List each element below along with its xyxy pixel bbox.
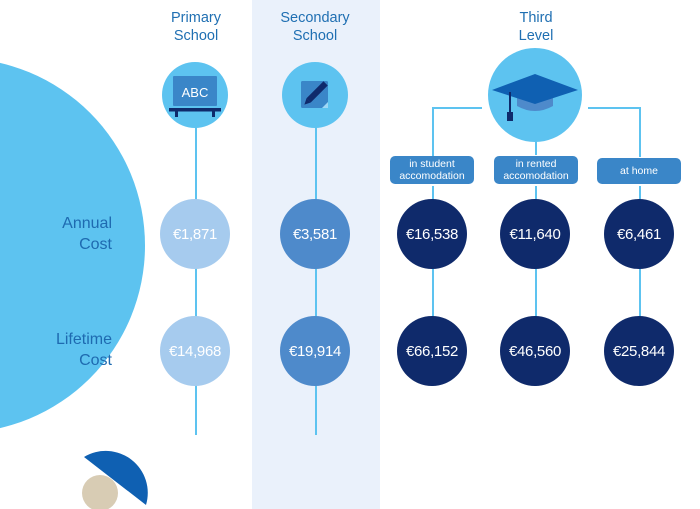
row-label-line: Annual bbox=[62, 215, 112, 232]
third-level-icon-circle bbox=[488, 48, 582, 142]
stage-header-primary: Primary School bbox=[136, 9, 256, 45]
annual-cost-third-rented: €11,640 bbox=[500, 199, 570, 269]
connector-third-left-arm bbox=[432, 107, 482, 109]
stage-header-line: Third bbox=[519, 10, 553, 26]
connector-third-stem bbox=[535, 135, 537, 155]
row-label-lifetime-cost: Lifetime Cost bbox=[56, 329, 112, 371]
secondary-school-icon-circle bbox=[282, 62, 348, 128]
decorative-half-circle bbox=[84, 450, 148, 505]
blackboard-icon: ABC bbox=[169, 76, 221, 117]
option-tag-line: accomodation bbox=[399, 170, 465, 182]
primary-school-icon-circle: ABC bbox=[162, 62, 228, 128]
stage-header-line: School bbox=[292, 28, 338, 44]
decorative-beige-circle bbox=[82, 475, 118, 509]
annual-cost-third-home: €6,461 bbox=[604, 199, 674, 269]
option-tag-rented-accommodation: in rented accomodation bbox=[494, 156, 578, 184]
stage-header-secondary: Secondary School bbox=[255, 9, 375, 45]
connector-secondary bbox=[315, 125, 317, 435]
stage-header-line: Primary bbox=[171, 10, 221, 26]
connector-rented bbox=[535, 186, 537, 386]
connector-third-left-drop bbox=[432, 107, 434, 157]
row-label-line: Lifetime bbox=[55, 331, 112, 348]
connector-home bbox=[639, 186, 641, 386]
lifetime-cost-third-rented: €46,560 bbox=[500, 316, 570, 386]
row-label-line: Cost bbox=[79, 236, 112, 253]
blackboard-text: ABC bbox=[182, 85, 209, 100]
option-tag-line: in student bbox=[409, 158, 455, 170]
graduation-cap-icon bbox=[492, 74, 578, 121]
stage-header-line: School bbox=[173, 28, 219, 44]
connector-third-right-arm bbox=[588, 107, 640, 109]
connector-student bbox=[432, 186, 434, 386]
option-tag-student-accommodation: in student accomodation bbox=[390, 156, 474, 184]
notepad-pencil-icon bbox=[301, 81, 328, 108]
connector-third-right-drop bbox=[639, 107, 641, 157]
lifetime-cost-secondary: €19,914 bbox=[280, 316, 350, 386]
lifetime-cost-third-student: €66,152 bbox=[397, 316, 467, 386]
option-tag-line: at home bbox=[620, 165, 658, 177]
stage-header-line: Level bbox=[518, 28, 554, 44]
row-label-line: Cost bbox=[79, 352, 112, 369]
lifetime-cost-third-home: €25,844 bbox=[604, 316, 674, 386]
annual-cost-secondary: €3,581 bbox=[280, 199, 350, 269]
stage-header-third-level: Third Level bbox=[476, 9, 596, 45]
annual-cost-third-student: €16,538 bbox=[397, 199, 467, 269]
option-tag-at-home: at home bbox=[597, 158, 681, 184]
connector-primary bbox=[195, 125, 197, 435]
stage-header-line: Secondary bbox=[280, 10, 350, 26]
lifetime-cost-primary: €14,968 bbox=[160, 316, 230, 386]
row-label-annual-cost: Annual Cost bbox=[62, 213, 112, 255]
annual-cost-primary: €1,871 bbox=[160, 199, 230, 269]
option-tag-line: in rented bbox=[515, 158, 557, 170]
option-tag-line: accomodation bbox=[503, 170, 569, 182]
